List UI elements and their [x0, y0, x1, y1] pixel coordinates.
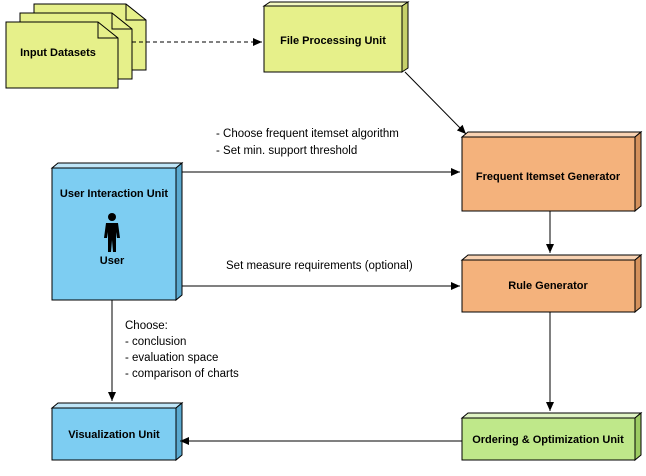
user-figure-icon: [104, 213, 120, 252]
doc-front: [5, 21, 119, 89]
edge-file-to-frequent: [404, 71, 467, 135]
rule-generator-label: Rule Generator: [508, 280, 588, 292]
note-vis-line-3: - evaluation space: [125, 352, 218, 364]
input-datasets-label: Input Datasets: [20, 47, 96, 59]
frequent-itemset-label: Frequent Itemset Generator: [476, 171, 621, 183]
visualization-node: Visualization Unit: [50, 401, 184, 462]
frequent-itemset-node: Frequent Itemset Generator: [460, 130, 643, 213]
note-vis-line-2: - conclusion: [125, 336, 186, 348]
visualization-label: Visualization Unit: [68, 429, 160, 441]
note-vis-line-4: - comparison of charts: [125, 368, 239, 380]
ordering-node: Ordering & Optimization Unit: [460, 411, 643, 462]
note-rule: Set measure requirements (optional): [226, 260, 413, 272]
file-processing-node: File Processing Unit: [262, 1, 410, 73]
ordering-label: Ordering & Optimization Unit: [472, 434, 624, 446]
user-interaction-label: User Interaction Unit: [60, 188, 169, 200]
file-processing-label: File Processing Unit: [280, 35, 386, 47]
user-interaction-node: User Interaction Unit User: [50, 161, 184, 302]
note-frequent-line-2: - Set min. support threshold: [216, 145, 357, 157]
input-datasets-node: Input Datasets: [5, 3, 147, 89]
note-vis-line-1: Choose:: [125, 320, 168, 332]
note-frequent-line-1: - Choose frequent itemset algorithm: [216, 128, 399, 140]
user-actor-label: User: [100, 255, 125, 267]
rule-generator-node: Rule Generator: [460, 253, 643, 314]
